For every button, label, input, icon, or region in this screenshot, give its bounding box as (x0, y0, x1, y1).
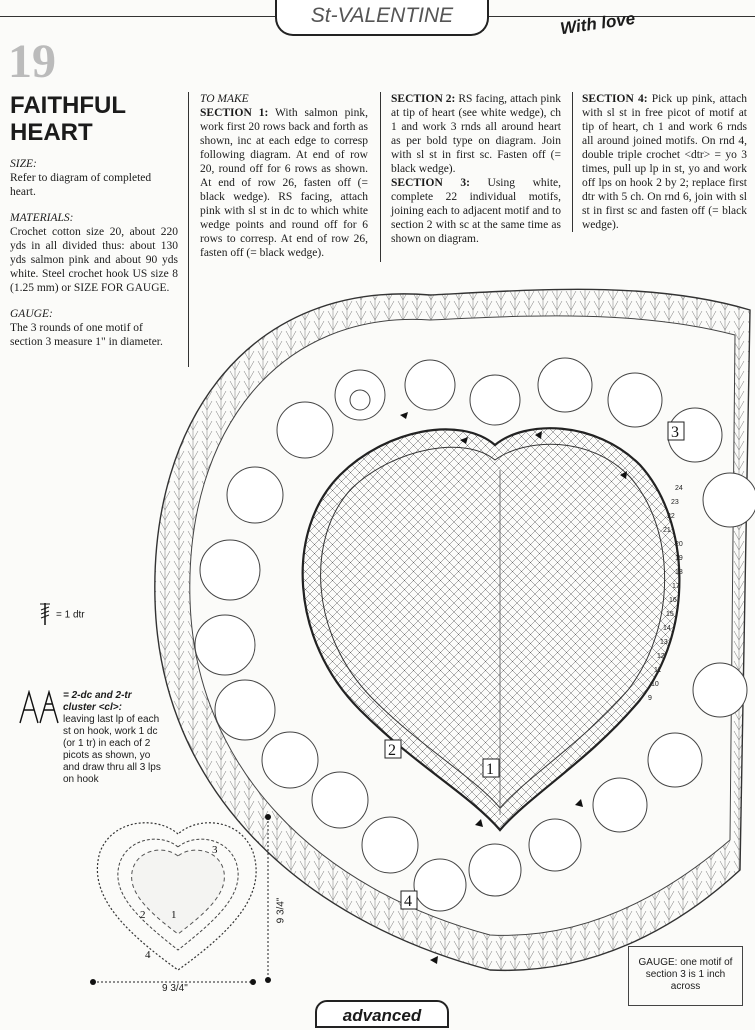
gauge-text: The 3 rounds of one motif of section 3 m… (10, 322, 163, 348)
section-mark-3: 3 (671, 424, 679, 441)
column-divider (572, 92, 573, 232)
section-3-heading: SECTION 3: (391, 177, 470, 189)
small-mark-4: 4 (145, 949, 151, 961)
row-number: 13 (660, 639, 668, 646)
row-number-labels: 24 23 22 21 20 19 18 17 16 15 14 13 12 11 10 9 (648, 485, 683, 702)
column-section-1: TO MAKE SECTION 1: With salmon pink, wor… (200, 92, 368, 260)
small-assembly-diagram: 1 2 3 4 (90, 814, 271, 985)
pattern-title: FAITHFUL HEART (10, 92, 126, 146)
row-number: 18 (675, 569, 683, 576)
row-number: 12 (657, 653, 665, 660)
row-number: 16 (669, 597, 677, 604)
small-width-label: 9 3/4" (162, 983, 188, 994)
column-divider (188, 92, 189, 367)
small-height-label: 9 3/4" (275, 897, 287, 924)
row-number: 22 (667, 513, 675, 520)
motif-ring-section-3 (194, 357, 755, 912)
small-mark-1: 1 (171, 909, 177, 921)
section-mark-1: 1 (486, 761, 494, 778)
row-number: 23 (671, 499, 679, 506)
small-mark-2: 2 (140, 909, 146, 921)
column-divider (380, 92, 381, 262)
heart-sections-1-2 (301, 427, 681, 832)
dtr-symbol-icon (38, 603, 52, 625)
cluster-legend: = 2-dc and 2-tr cluster <cl>: leaving la… (63, 690, 163, 786)
row-number: 17 (672, 583, 680, 590)
row-number: 10 (651, 681, 659, 688)
section-1-text: With salmon pink, work first 20 rows bac… (200, 107, 368, 259)
pattern-number: 19 (8, 35, 56, 88)
row-number: 14 (663, 625, 671, 632)
small-mark-3: 3 (212, 844, 218, 856)
row-number: 15 (666, 611, 674, 618)
section-2-text: RS facing, attach pink at tip of heart (… (391, 93, 561, 175)
title-line-2: HEART (10, 119, 93, 146)
section-mark-4: 4 (404, 893, 412, 910)
row-number: 9 (648, 695, 652, 702)
row-number: 19 (675, 555, 683, 562)
header-rule-left (0, 16, 275, 17)
tagline: With love (558, 8, 637, 39)
dtr-symbol-legend: = 1 dtr (38, 603, 85, 625)
to-make-label: TO MAKE (200, 93, 249, 105)
header-rule-right (485, 16, 755, 17)
left-column: SIZE: Refer to diagram of completed hear… (10, 157, 178, 349)
row-number: 20 (675, 541, 683, 548)
section-3-text: Using white, complete 22 individual moti… (391, 177, 561, 245)
size-label: SIZE: (10, 158, 37, 170)
materials-text: Crochet cotton size 20, about 220 yds in… (10, 226, 178, 294)
section-banner: St-VALENTINE (275, 0, 489, 36)
gauge-note: GAUGE: one motif of section 3 is 1 inch … (628, 946, 743, 1006)
section-4-text: Pick up pink, attach with sl st in free … (582, 93, 747, 231)
column-section-4: SECTION 4: Pick up pink, attach with sl … (582, 92, 747, 232)
cluster-symbol-icon (18, 689, 60, 729)
size-text: Refer to diagram of completed heart. (10, 172, 152, 198)
row-number: 11 (654, 667, 661, 674)
section-4-heading: SECTION 4: (582, 93, 648, 105)
gauge-label: GAUGE: (10, 308, 53, 320)
materials-label: MATERIALS: (10, 212, 74, 224)
title-line-1: FAITHFUL (10, 92, 126, 119)
row-number: 21 (663, 527, 671, 534)
row-number: 24 (675, 485, 683, 492)
cluster-legend-title: = 2-dc and 2-tr cluster <cl>: (63, 690, 132, 713)
cluster-legend-text: leaving last lp of each st on hook, work… (63, 714, 161, 785)
column-section-2-3: SECTION 2: RS facing, attach pink at tip… (391, 92, 561, 246)
dtr-legend-text: = 1 dtr (56, 609, 85, 621)
section-1-heading: SECTION 1: (200, 107, 269, 119)
section-mark-2: 2 (388, 742, 396, 759)
section-2-heading: SECTION 2: (391, 93, 456, 105)
fasten-off-wedges (400, 412, 627, 964)
